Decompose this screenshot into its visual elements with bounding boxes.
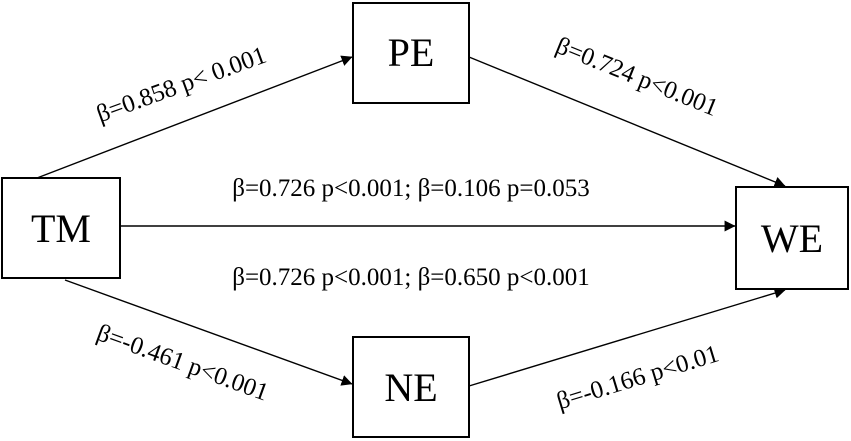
coefficient-tm-we-upper: β=0.726 p<0.001; β=0.106 p=0.053 xyxy=(232,175,590,202)
node-ne: NE xyxy=(352,336,470,438)
node-pe-label: PE xyxy=(388,30,435,75)
coefficient-tm-pe: β=0.858 p< 0.001 xyxy=(93,42,270,128)
node-we-label: WE xyxy=(761,216,823,261)
node-pe: PE xyxy=(352,2,470,104)
coefficient-tm-we-lower: β=0.726 p<0.001; β=0.650 p<0.001 xyxy=(232,264,590,291)
arrow-ne-to-we xyxy=(468,287,786,387)
arrow-tm-to-ne xyxy=(64,279,353,386)
coefficient-tm-ne: β=-0.461 p<0.001 xyxy=(93,319,272,406)
coefficient-ne-we: β=-0.166 p<0.01 xyxy=(554,340,723,415)
node-ne-label: NE xyxy=(384,365,437,410)
node-tm: TM xyxy=(1,177,121,279)
arrow-tm-to-pe xyxy=(36,55,353,179)
coefficient-pe-we: β=0.724 p<0.001 xyxy=(552,32,722,122)
node-tm-label: TM xyxy=(31,206,91,251)
node-we: WE xyxy=(735,186,849,290)
arrow-pe-to-we xyxy=(468,56,786,188)
